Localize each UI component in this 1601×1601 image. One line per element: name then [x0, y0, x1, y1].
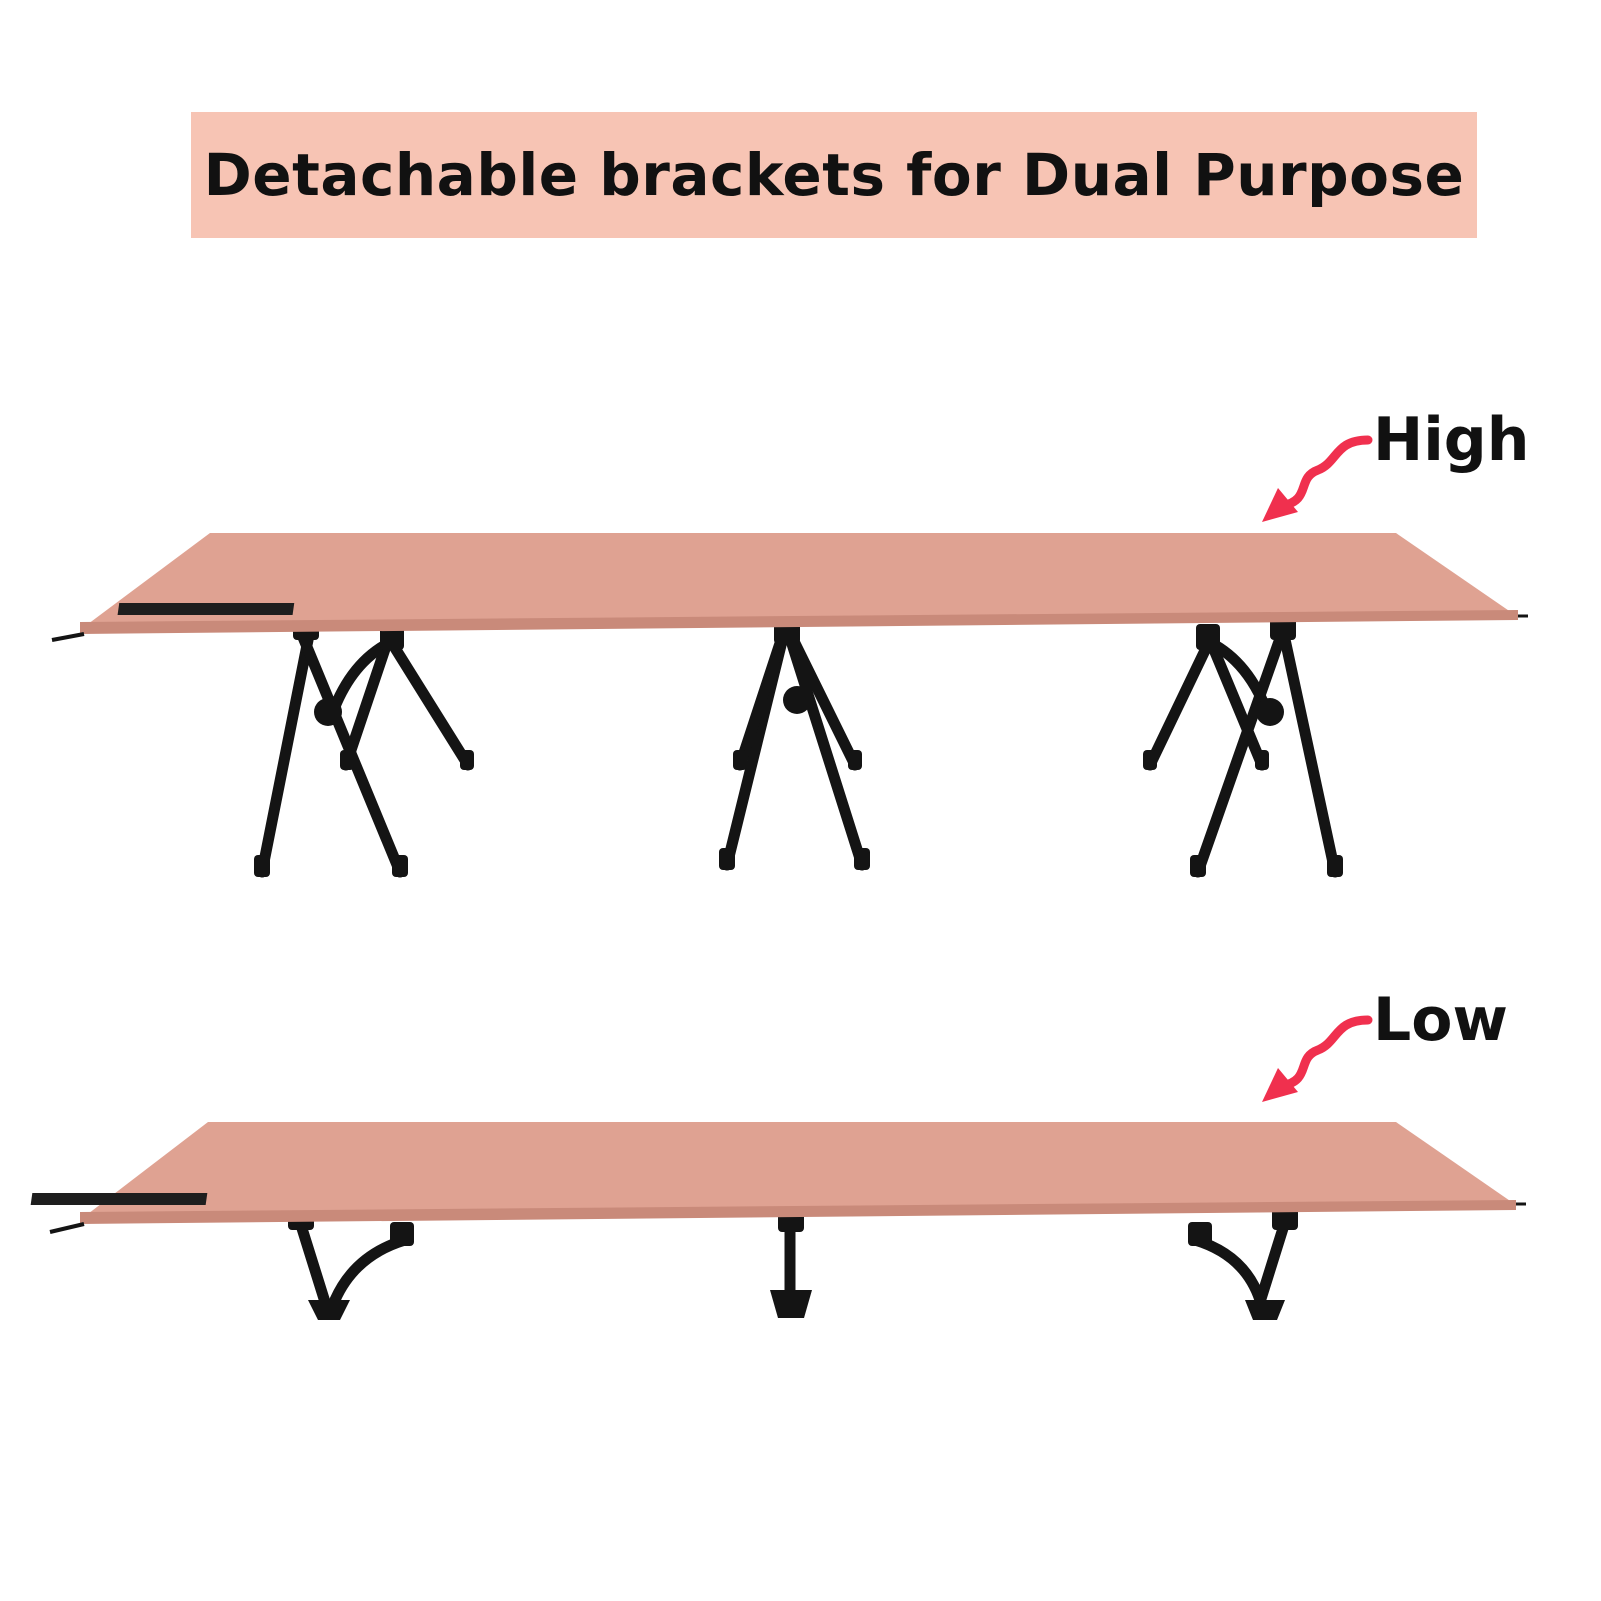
label-low: Low — [1373, 985, 1508, 1055]
label-high: High — [1373, 405, 1530, 475]
title-banner: Detachable brackets for Dual Purpose — [191, 112, 1477, 238]
high-cot-legs — [256, 619, 1341, 878]
high-cot — [51, 533, 1528, 878]
squiggle-arrow-icon — [1262, 1015, 1373, 1102]
squiggle-arrow-icon — [1262, 435, 1373, 522]
low-cot — [30, 1122, 1526, 1320]
banner-title: Detachable brackets for Dual Purpose — [203, 141, 1465, 209]
